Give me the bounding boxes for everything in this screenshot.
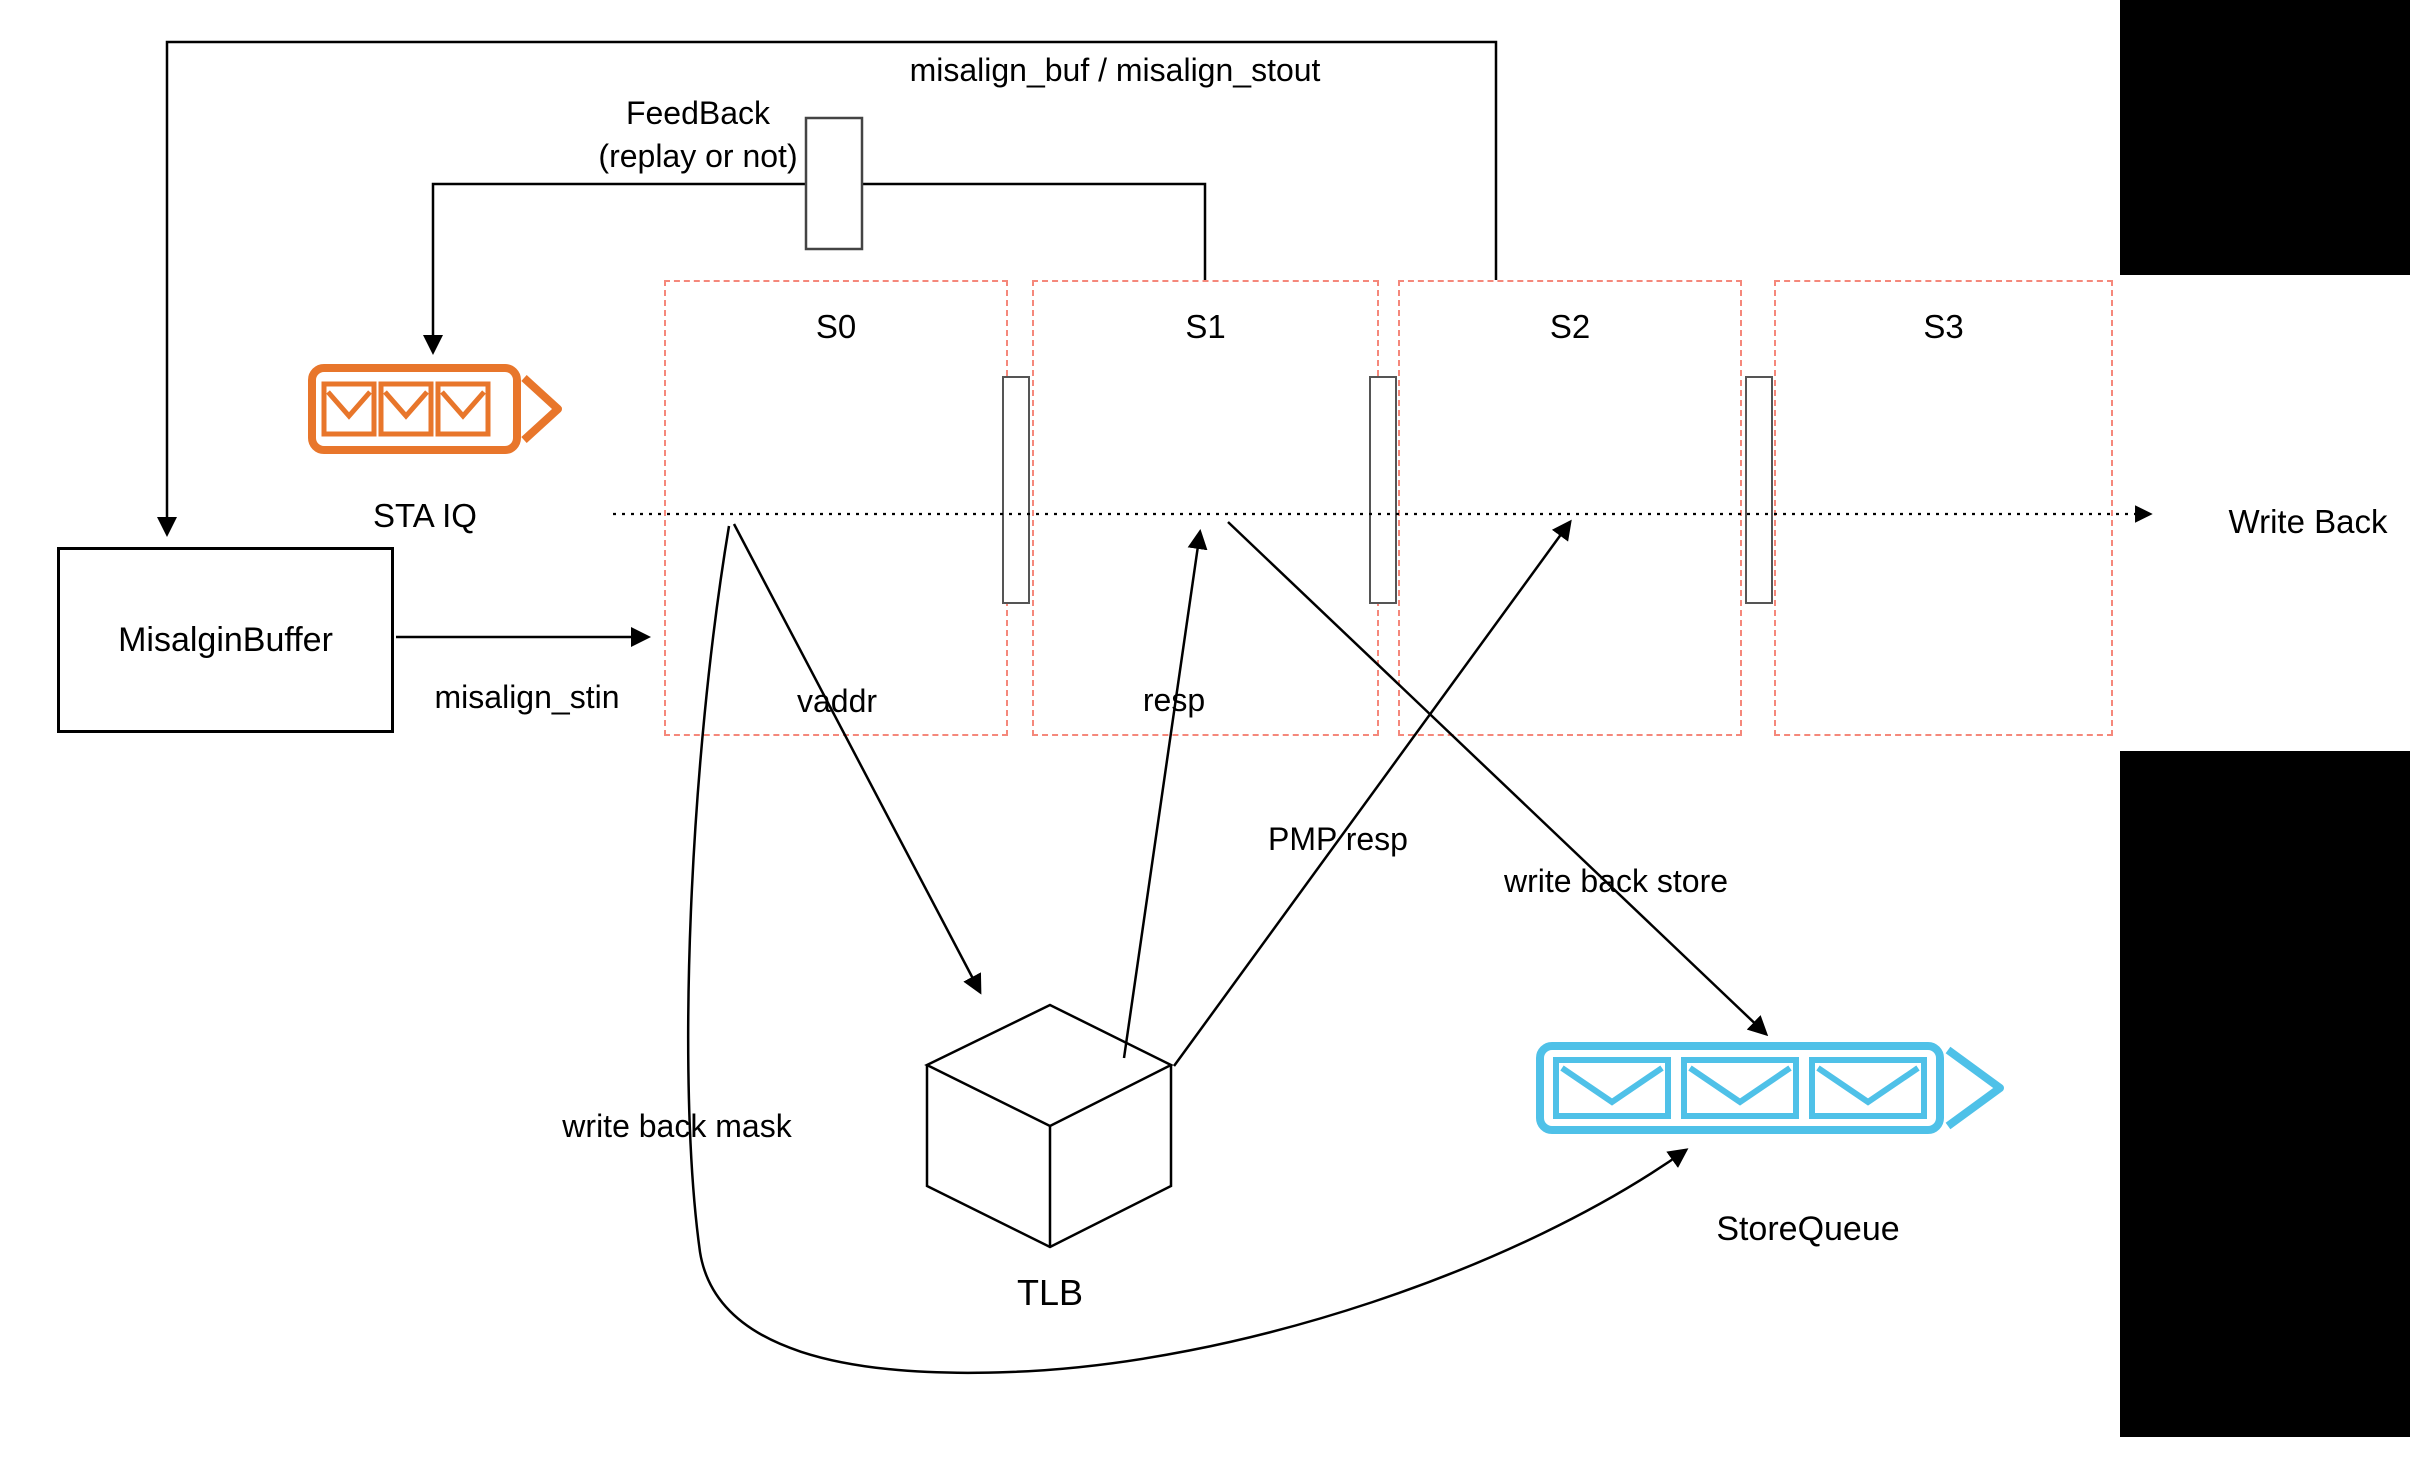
resp-label: resp xyxy=(1142,682,1206,718)
feedback-label-line2: (replay or not) xyxy=(598,138,798,174)
mask-bottom-right xyxy=(2120,751,2410,1437)
stage-label: S0 xyxy=(815,308,857,345)
feedback-latch xyxy=(804,116,864,251)
vaddr-label: vaddr xyxy=(796,683,878,719)
write-back-label: Write Back xyxy=(2228,503,2388,540)
misalign-buf-stout-line xyxy=(157,40,1498,537)
stage-s2: S2 xyxy=(1398,280,1742,736)
sta-iq-label: STA IQ xyxy=(373,497,477,534)
store-queue-icon xyxy=(1536,1042,2004,1134)
tlb-cube xyxy=(924,1003,1174,1249)
write-back-store-label: write back store xyxy=(1503,863,1729,899)
pipeline-register-s1-s2 xyxy=(1369,376,1397,604)
misalgin-buffer-box: MisalginBuffer xyxy=(57,547,394,733)
stage-label: S2 xyxy=(1549,308,1591,345)
write-back-mask-label: write back mask xyxy=(562,1108,792,1144)
misalign-stin-label: misalign_stin xyxy=(434,679,620,715)
store-queue-label: StoreQueue xyxy=(1716,1210,1900,1248)
pipeline-register-s2-s3 xyxy=(1745,376,1773,604)
resp-arrow xyxy=(1122,529,1208,1059)
mask-top-right xyxy=(2120,0,2410,275)
misalign-buf-stout-label: misalign_buf / misalign_stout xyxy=(909,52,1321,88)
write-back-store-arrow xyxy=(1227,521,1769,1037)
vaddr-arrow xyxy=(732,523,982,995)
sta-iq-icon xyxy=(308,364,562,454)
write-back-mask-arrow xyxy=(686,525,1689,1375)
stage-label: S3 xyxy=(1923,308,1964,345)
stage-label: S1 xyxy=(1185,308,1226,345)
stage-s3: S3 xyxy=(1774,280,2113,736)
tlb-label: TLB xyxy=(1016,1272,1084,1313)
feedback-label-line1: FeedBack xyxy=(625,95,771,131)
pmp-resp-arrow xyxy=(1172,519,1572,1067)
pmp-resp-label: PMP resp xyxy=(1268,821,1408,857)
pipeline-register-s0-s1 xyxy=(1002,376,1030,604)
